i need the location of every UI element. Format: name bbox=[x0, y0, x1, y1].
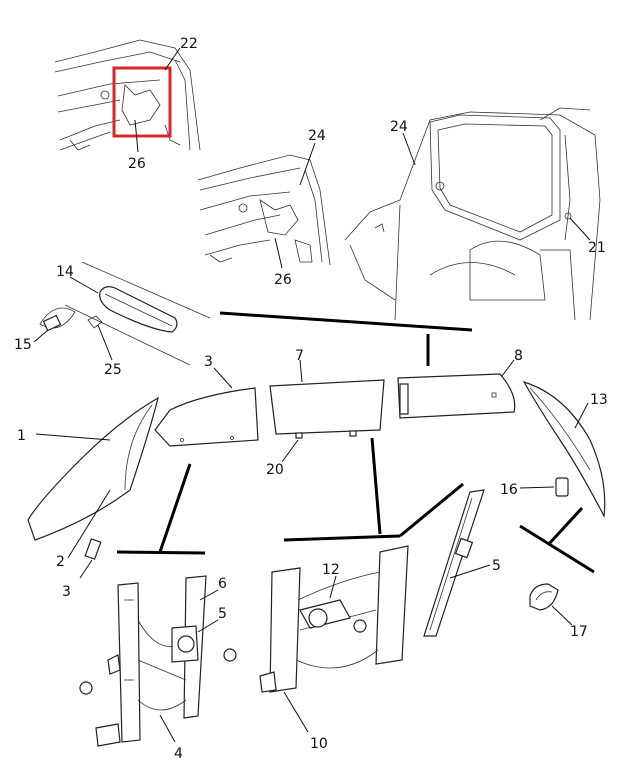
highlight-box bbox=[112, 66, 172, 138]
callout-24-lower: 3 bbox=[62, 584, 71, 600]
callout-3: 3 bbox=[204, 354, 213, 370]
callout-21: 22 bbox=[180, 36, 198, 52]
leader-26a bbox=[134, 119, 139, 153]
leader-10 bbox=[449, 564, 491, 579]
separator-liftgate bbox=[546, 506, 584, 547]
part-24-clip-lower bbox=[84, 538, 102, 560]
leader-17 bbox=[519, 486, 555, 489]
separator-rear bbox=[370, 437, 382, 535]
part-19-clip bbox=[295, 432, 303, 439]
leader-19 bbox=[281, 439, 299, 463]
callout-16: 15 bbox=[14, 337, 32, 353]
leader-1 bbox=[35, 433, 111, 441]
leader-14 bbox=[574, 402, 589, 429]
part-1-windshield bbox=[27, 396, 159, 541]
inset-liftgate-upper bbox=[54, 39, 201, 151]
callout-24-top: 24 bbox=[390, 119, 408, 135]
separator-rear-d bbox=[399, 482, 464, 538]
leader-2 bbox=[67, 489, 111, 559]
leader-24-top bbox=[402, 132, 416, 166]
callout-18: 17 bbox=[570, 624, 588, 640]
inset-liftgate-detail bbox=[197, 154, 331, 266]
callout-25: 25 bbox=[104, 362, 122, 378]
callout-8: 8 bbox=[514, 348, 523, 364]
leader-7 bbox=[299, 359, 303, 383]
part-18-handle bbox=[529, 583, 559, 611]
callout-22: 24 bbox=[308, 128, 326, 144]
callout-4: 4 bbox=[174, 746, 183, 762]
callout-15: 14 bbox=[56, 264, 74, 280]
callout-14: 13 bbox=[590, 392, 608, 408]
leader-12 bbox=[283, 691, 309, 733]
callout-2: 2 bbox=[56, 554, 65, 570]
leader-5 bbox=[197, 619, 219, 633]
part-8-quarter-glass bbox=[397, 373, 516, 419]
separator-front bbox=[158, 463, 192, 553]
callout-26-mid: 26 bbox=[274, 272, 292, 288]
part-14-liftgate-glass bbox=[522, 380, 606, 519]
separator-liftgate-h bbox=[519, 524, 595, 574]
callout-12: 10 bbox=[310, 736, 328, 752]
callout-19: 20 bbox=[266, 462, 284, 478]
leader-6 bbox=[199, 589, 219, 601]
leader-15 bbox=[69, 276, 99, 294]
fastener-rear bbox=[353, 619, 367, 633]
callout-7: 7 bbox=[295, 348, 304, 364]
leader-25 bbox=[97, 324, 113, 361]
callout-10: 5 bbox=[492, 558, 501, 574]
callout-17: 16 bbox=[500, 482, 518, 498]
vehicle-rear-quarter bbox=[344, 107, 601, 321]
leader-16 bbox=[33, 329, 49, 343]
leader-13 bbox=[329, 575, 337, 599]
mirror-group bbox=[39, 261, 211, 366]
part-17-bumper bbox=[555, 477, 569, 497]
fastener-right bbox=[223, 648, 237, 662]
leader-3 bbox=[213, 367, 233, 389]
callout-6: 6 bbox=[218, 576, 227, 592]
leader-18 bbox=[551, 605, 573, 626]
part-7-rear-door-glass bbox=[269, 379, 385, 435]
callout-26-top: 26 bbox=[128, 156, 146, 172]
leader-22 bbox=[299, 142, 316, 186]
callout-5: 5 bbox=[218, 606, 227, 622]
leader-20 bbox=[569, 217, 591, 241]
leader-21 bbox=[164, 47, 181, 71]
leader-8 bbox=[501, 359, 515, 377]
callout-20: 21 bbox=[588, 240, 606, 256]
part-12-rear-regulator bbox=[259, 545, 409, 693]
part-10-run-channel bbox=[423, 489, 485, 637]
fastener-left bbox=[79, 681, 93, 695]
part-3-front-door-glass bbox=[154, 387, 259, 447]
callout-1: 1 bbox=[17, 428, 26, 444]
callout-13: 12 bbox=[322, 562, 340, 578]
separator-top bbox=[219, 311, 473, 332]
leader-26b bbox=[274, 237, 283, 269]
part-4-front-regulator bbox=[95, 575, 207, 747]
separator-rear-h bbox=[283, 534, 401, 542]
leader-24-lower bbox=[79, 559, 93, 579]
separator-front-h bbox=[116, 550, 206, 555]
leader-4 bbox=[159, 714, 176, 743]
